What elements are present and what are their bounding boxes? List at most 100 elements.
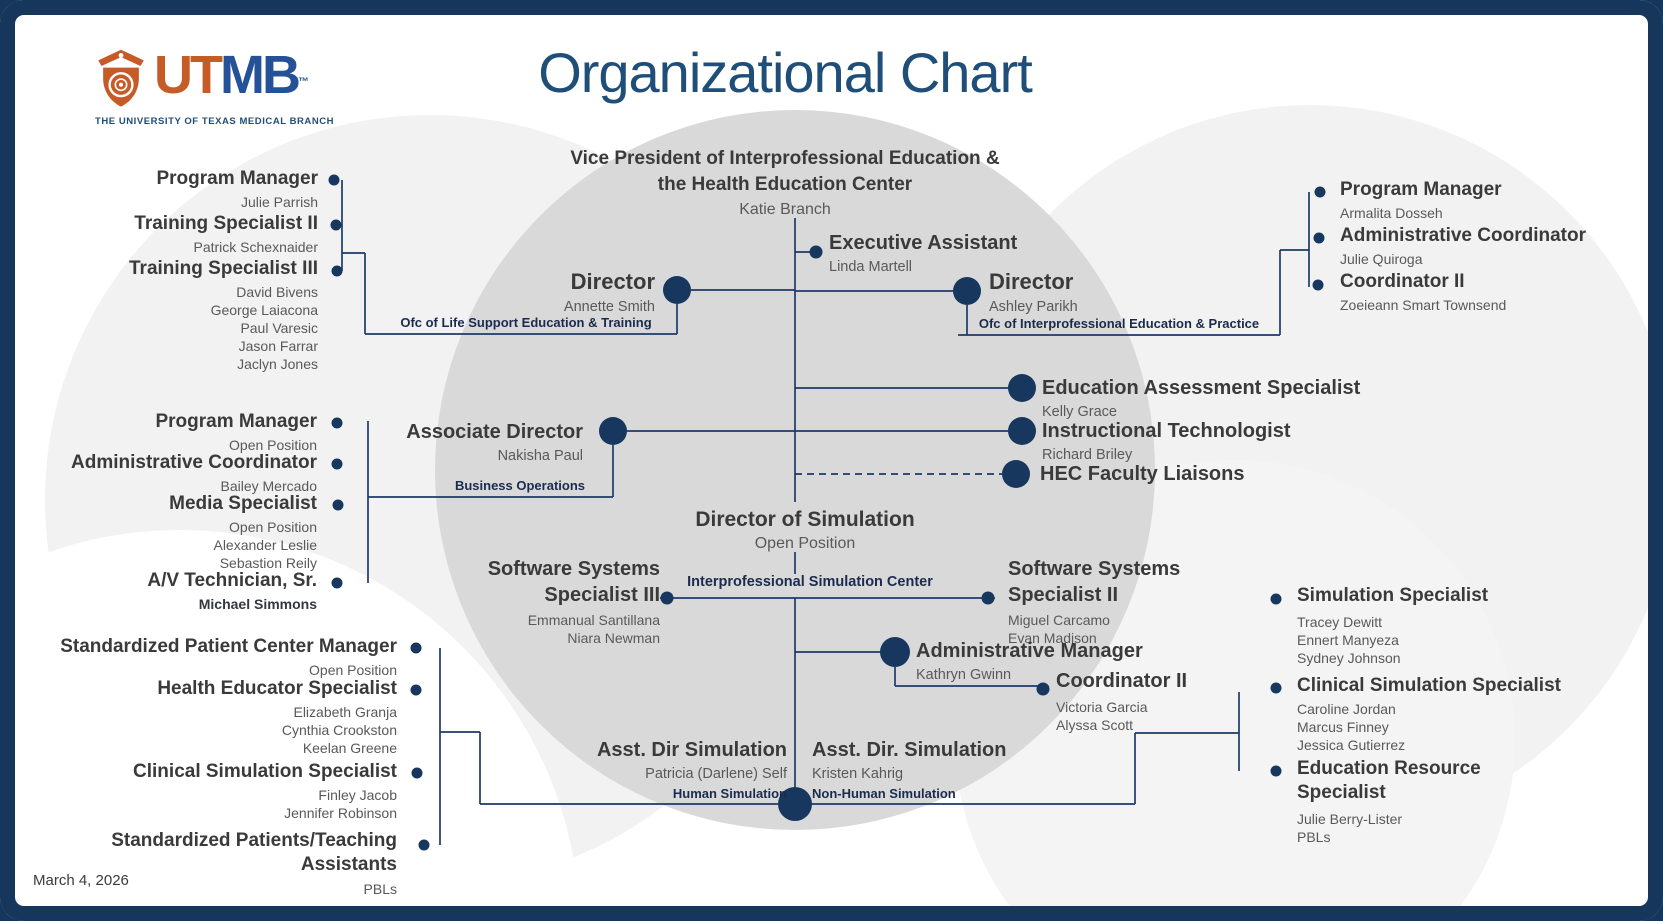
utmb-shield-icon <box>98 49 144 107</box>
node-instructional-technologist <box>1008 417 1036 445</box>
role-title: Program Manager <box>156 168 318 189</box>
role-left-administrative-coordinator: Administrative Coordinator Bailey Mercad… <box>71 452 317 495</box>
office-ipe-label: Ofc of Interprofessional Education & Pra… <box>978 316 1260 331</box>
dot-coordinator-ii <box>1036 682 1050 696</box>
role-right-education-resource-specialist: Education Resource Specialist Julie Berr… <box>1297 757 1507 846</box>
role-name: Linda Martell <box>829 259 913 275</box>
role-title: Asst. Dir Simulation <box>596 739 787 761</box>
vp-title: Vice President of Interprofessional Educ… <box>570 148 1000 195</box>
role-title: Director of Simulation <box>695 508 915 531</box>
role-title: Simulation Specialist <box>1297 585 1489 606</box>
simulation-center-label: Interprofessional Simulation Center <box>687 574 933 590</box>
role-title: Education Resource Specialist <box>1297 758 1481 803</box>
business-operations-label: Business Operations <box>454 478 585 493</box>
dot-left <box>410 642 422 654</box>
role-title: Training Specialist II <box>134 213 318 234</box>
software-systems-specialist-ii-block: Software Systems Specialist II Miguel Ca… <box>1008 556 1208 647</box>
role-names: Julie Parrish <box>240 194 318 210</box>
role-title: Asst. Dir. Simulation <box>812 739 1007 761</box>
dot-right <box>1312 279 1324 291</box>
node-education-assessment <box>1008 374 1036 402</box>
office-label: Human Simulation <box>672 786 787 801</box>
role-names: Zoeieann Smart Townsend <box>1340 297 1507 313</box>
role-name: Kathryn Gwinn <box>916 667 1012 683</box>
role-name: Open Position <box>754 535 856 552</box>
dot-left <box>331 265 343 277</box>
role-names: PBLs <box>363 881 397 897</box>
role-title: HEC Faculty Liaisons <box>1040 463 1245 485</box>
role-left-standardized-patient-center-manager: Standardized Patient Center Manager Open… <box>60 636 397 679</box>
role-names: Julie Quiroga <box>1340 251 1423 267</box>
dot-left <box>418 839 430 851</box>
role-title: Clinical Simulation Specialist <box>1297 675 1561 696</box>
role-title: Software Systems Specialist III <box>487 558 660 606</box>
role-left-training-specialist-ii: Training Specialist II Patrick Schexnaid… <box>134 213 318 256</box>
director-life-support-block: Director Annette Smith <box>564 269 655 316</box>
role-title: Software Systems Specialist II <box>1008 558 1181 606</box>
date-label: March 4, 2026 <box>33 872 129 889</box>
role-names: Armalita Dosseh <box>1340 205 1443 221</box>
asst-dir-human-simulation-block: Asst. Dir Simulation Patricia (Darlene) … <box>597 738 787 802</box>
dot-left <box>331 417 343 429</box>
role-title: Coordinator II <box>1056 670 1188 692</box>
dot-left <box>331 577 343 589</box>
logo-tagline: THE UNIVERSITY OF TEXAS MEDICAL BRANCH <box>95 116 335 127</box>
role-name: Kristen Kahrig <box>812 766 904 782</box>
role-name: Patricia (Darlene) Self <box>645 766 787 782</box>
role-name: Annette Smith <box>563 299 655 315</box>
role-left-health-educator-specialist: Health Educator Specialist Elizabeth Gra… <box>157 678 397 757</box>
role-title: Associate Director <box>406 421 583 443</box>
role-right-coordinator-ii: Coordinator II Zoeieann Smart Townsend <box>1340 271 1506 314</box>
role-title: Education Assessment Specialist <box>1042 377 1361 399</box>
role-title: Instructional Technologist <box>1042 420 1291 442</box>
role-title: Media Specialist <box>169 493 317 514</box>
role-names: Open Position <box>229 437 317 453</box>
director-ipe-block: Director Ashley Parikh <box>989 269 1078 316</box>
dot-sss2 <box>981 591 995 605</box>
logo-mb: MB <box>219 45 301 105</box>
role-title: Clinical Simulation Specialist <box>133 761 397 782</box>
instructional-technologist-block: Instructional Technologist Richard Brile… <box>1042 419 1291 464</box>
connector-nodes <box>328 174 1326 851</box>
logo-ut: UT <box>154 45 223 105</box>
connector-segments <box>341 180 1310 845</box>
dot-left <box>330 219 342 231</box>
role-title: Standardized Patients/Teaching Assistant… <box>111 830 397 875</box>
utmb-wordmark: UTMB™ <box>154 48 309 109</box>
role-left-av-technician: A/V Technician, Sr. Michael Simmons <box>147 570 317 613</box>
trademark-symbol: ™ <box>297 76 309 88</box>
node-director-left <box>663 276 691 304</box>
role-right-program-manager: Program Manager Armalita Dosseh <box>1340 179 1502 222</box>
role-name: Kelly Grace <box>1042 404 1117 420</box>
role-title: Director <box>570 269 655 294</box>
office-label: Non-Human Simulation <box>812 786 956 801</box>
role-left-program-manager-1: Program Manager Julie Parrish <box>156 168 318 211</box>
vp-name: Katie Branch <box>739 201 831 218</box>
bg-swoosh <box>0 530 580 921</box>
role-left-program-manager-2: Program Manager Open Position <box>155 411 317 454</box>
role-title: Administrative Coordinator <box>1340 225 1586 246</box>
utmb-logo: UTMB™ THE UNIVERSITY OF TEXAS MEDICAL BR… <box>95 48 334 127</box>
dot-executive-assistant <box>809 245 823 259</box>
node-hec-liaisons <box>1002 460 1030 488</box>
role-name: Richard Briley <box>1042 447 1133 463</box>
dot-right <box>1314 186 1326 198</box>
hec-faculty-liaisons-block: HEC Faculty Liaisons <box>1040 462 1245 486</box>
role-title: Coordinator II <box>1340 271 1465 292</box>
dot-right <box>1270 593 1282 605</box>
role-name: Ashley Parikh <box>989 299 1078 315</box>
role-right-clinical-simulation-specialist: Clinical Simulation Specialist Caroline … <box>1297 675 1561 754</box>
role-title: Director <box>989 269 1074 294</box>
role-title: Program Manager <box>155 411 317 432</box>
role-title: Program Manager <box>1340 179 1502 200</box>
